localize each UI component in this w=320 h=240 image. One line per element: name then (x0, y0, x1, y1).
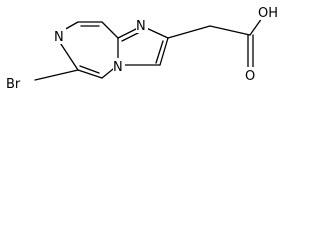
atom-n-bridgehead: N (113, 58, 125, 75)
acetic-acid-chain (167, 17, 263, 69)
atom-label-n-imidazole: N (136, 19, 146, 34)
atom-n-pyrazine: N (54, 28, 66, 45)
atom-n-imidazole: N (136, 17, 148, 34)
atom-o-carbonyl: O (245, 67, 259, 84)
bond-c3-c8a (101, 21, 119, 39)
atom-label-oh: OH (258, 6, 278, 21)
bond-c2-c3 (159, 37, 169, 66)
atom-br: Br (6, 75, 28, 92)
molecule-structure: Br N N N O OH (6, 4, 284, 92)
bond-c-oh (249, 17, 263, 36)
atom-label-n-bridgehead: N (113, 60, 123, 75)
bond-ch2-cooh (209, 25, 251, 36)
bond-c8-c6 (77, 69, 103, 79)
bond-c2-c3-inner (155, 40, 164, 64)
atom-label-n-pyrazine: N (54, 30, 64, 45)
bond-c8-c6-inner (79, 65, 100, 74)
atom-label-o-carbonyl: O (245, 69, 255, 84)
bond-c2-ch2 (167, 25, 211, 39)
atom-oh: OH (258, 4, 284, 21)
atom-label-br: Br (6, 77, 21, 92)
bond-c6-br (34, 69, 79, 81)
